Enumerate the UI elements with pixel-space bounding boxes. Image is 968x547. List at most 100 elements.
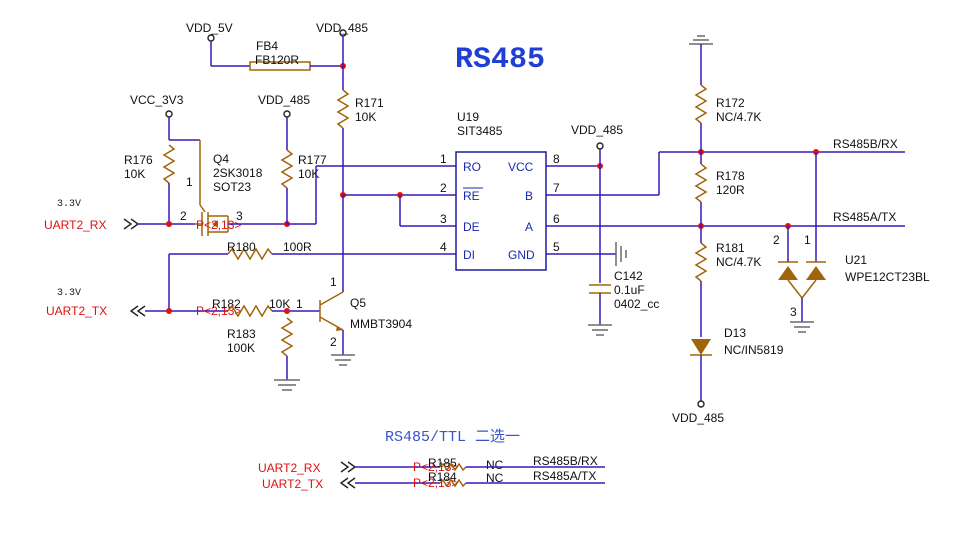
r182-value: 10K	[269, 297, 290, 311]
u19-pin-ro: RO	[463, 160, 481, 174]
u19-ref: U19	[457, 110, 479, 124]
c142-ref: C142	[614, 269, 643, 283]
q4-package: SOT23	[213, 180, 251, 194]
schematic-title: RS485	[455, 43, 545, 77]
fb4-ref: FB4	[256, 39, 278, 53]
r180-ref: R180	[227, 240, 256, 254]
bottom-uart2-rx-label: UART2_RX	[258, 461, 320, 475]
c142-capacitor	[589, 284, 611, 294]
vdd485-label-bottom: VDD_485	[672, 411, 724, 425]
tx-port-arrow-icon	[129, 305, 146, 317]
rx-port-arrow-icon	[123, 218, 140, 230]
r183-value: 100K	[227, 341, 255, 355]
d13-ref: D13	[724, 326, 746, 340]
d13-value: NC/IN5819	[724, 343, 784, 357]
bottom-tx-arrow-icon	[339, 477, 356, 489]
ground-icon	[588, 324, 612, 336]
u21-tvs-icon	[778, 266, 826, 280]
vcc3v3-port-icon	[165, 110, 173, 118]
vdd5v-label: VDD_5V	[186, 21, 233, 35]
r177-value: 10K	[298, 167, 319, 181]
rs485b-net-label: RS485B/RX	[833, 137, 898, 151]
u19-pin2-num: 2	[440, 181, 447, 195]
r183-resistor	[280, 317, 294, 357]
r181-value: NC/4.7K	[716, 255, 761, 269]
u19-pin-vcc: VCC	[508, 160, 534, 174]
r176-ref: R176	[124, 153, 153, 167]
r178-ref: R178	[716, 169, 745, 183]
vdd485-label-vcc: VDD_485	[571, 123, 623, 137]
u19-pin5-num: 5	[553, 240, 560, 254]
r185-ref: R185	[428, 456, 457, 470]
u21-part: WPE12CT23BL	[845, 270, 930, 284]
u21-pin3: 3	[790, 305, 797, 319]
u19-pin-gnd: GND	[508, 248, 535, 262]
r181-resistor	[694, 242, 708, 282]
u19-pin3-num: 3	[440, 212, 447, 226]
u19-pin8-num: 8	[553, 152, 560, 166]
r176-value: 10K	[124, 167, 145, 181]
vcc3v3-label: VCC_3V3	[130, 93, 184, 107]
r178-value: 120R	[716, 183, 745, 197]
d13-diode-icon	[691, 339, 711, 355]
ground-icon	[689, 35, 713, 45]
bottom-rx-arrow-icon	[340, 461, 357, 473]
u21-ref: U21	[845, 253, 867, 267]
vdd485-label-top: VDD_485	[316, 21, 368, 35]
u19-pin7-num: 7	[553, 181, 560, 195]
ground-icon	[274, 379, 300, 391]
uart2-rx-net-label: UART2_RX	[44, 218, 106, 232]
r177-resistor	[280, 149, 294, 189]
u19-pin-a: A	[525, 220, 533, 234]
u19-pin-de: DE	[463, 220, 480, 234]
r180-value: 100R	[283, 240, 312, 254]
option-subtitle: RS485/TTL 二选一	[385, 428, 520, 446]
r171-ref: R171	[355, 96, 384, 110]
q4-ref: Q4	[213, 152, 229, 166]
r176-resistor	[162, 144, 176, 184]
q4-p-ref: P<2,13>	[196, 218, 241, 232]
q4-arrow-icon	[212, 220, 218, 228]
c142-package: 0402_cc	[614, 297, 659, 311]
q4-pin2: 2	[180, 209, 187, 223]
q4-mosfet	[195, 212, 229, 236]
r183-ref: R183	[227, 327, 256, 341]
uart2-tx-net-label: UART2_TX	[46, 304, 107, 318]
u19-pin-di: DI	[463, 248, 475, 262]
r182-ref: R182	[212, 297, 241, 311]
u19-chip-body	[455, 151, 547, 271]
r172-ref: R172	[716, 96, 745, 110]
r185-value: NC	[486, 458, 504, 472]
u19-part: SIT3485	[457, 124, 503, 138]
junction-dot	[166, 221, 172, 227]
u19-pin4-num: 4	[440, 240, 447, 254]
r171-value: 10K	[355, 110, 376, 124]
r184-ref: R184	[428, 470, 457, 484]
r182-resistor	[227, 304, 273, 318]
bottom-rs485b-label: RS485B/RX	[533, 454, 598, 468]
r184-value: NC	[486, 471, 504, 485]
r177-ref: R177	[298, 153, 327, 167]
vdd485-port-icon	[596, 142, 604, 150]
q5-arrow-icon	[336, 326, 343, 331]
ground-icon	[331, 354, 355, 366]
q5-ref: Q5	[350, 296, 366, 310]
u19-pin6-num: 6	[553, 212, 560, 226]
q5-pin1: 1	[330, 275, 337, 289]
vdd5v-port-icon	[207, 34, 215, 42]
u19-pin-b: B	[525, 189, 533, 203]
u21-pin2: 2	[773, 233, 780, 247]
vdd485-port-icon	[697, 400, 705, 408]
ground-icon	[615, 242, 627, 266]
u19-pin1-num: 1	[440, 152, 447, 166]
junction-dot	[284, 308, 290, 314]
q4-pin1: 1	[186, 175, 193, 189]
u21-pin1: 1	[804, 233, 811, 247]
r185-resistor	[439, 462, 467, 472]
vdd485-port-icon	[283, 110, 291, 118]
u19-pin-re: RE	[463, 189, 480, 203]
r171-resistor	[336, 89, 350, 129]
ground-icon	[790, 321, 814, 333]
rx-3v3-label: 3.3V	[57, 199, 81, 210]
